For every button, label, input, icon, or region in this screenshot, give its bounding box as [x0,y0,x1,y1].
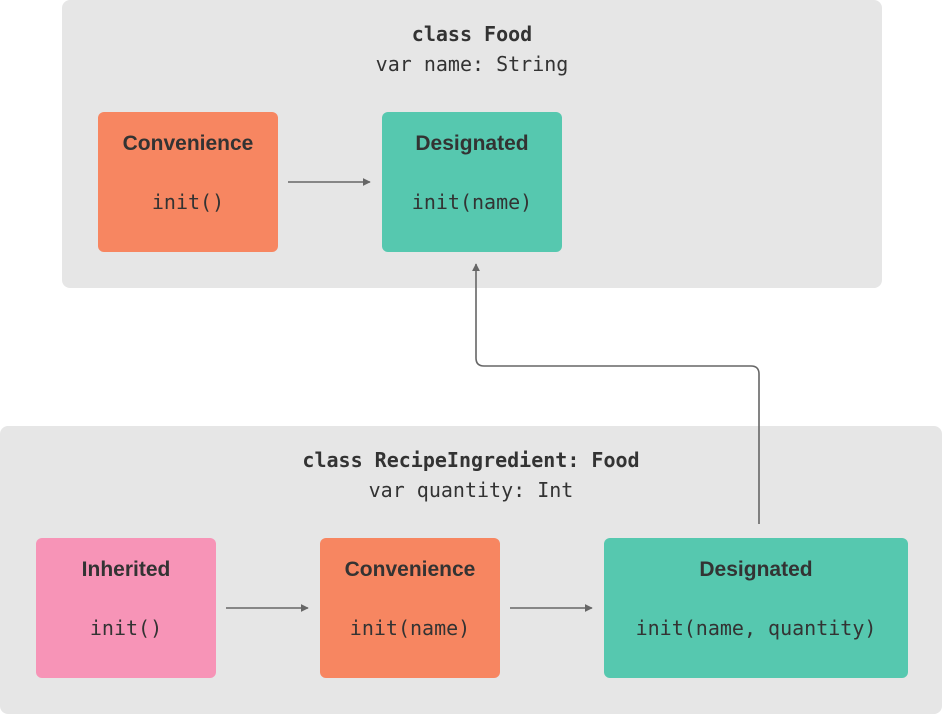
recipe-designated-init: init(name, quantity) [635,616,877,640]
recipe-class-title: class RecipeIngredient: Food [302,448,640,472]
recipe-inherited-init: init() [89,616,163,640]
recipe-class-property: var quantity: Int [368,478,574,502]
recipe-convenience-initializer: Convenience init(name) [320,538,500,678]
food-designated-initializer: Designated init(name) [382,112,562,252]
food-class-title: class Food [411,22,533,46]
recipe-convenience-kind: Convenience [344,558,476,581]
food-designated-init: init(name) [411,190,533,214]
recipe-inherited-kind: Inherited [81,558,171,581]
recipe-designated-kind: Designated [699,558,813,581]
food-class-property: var name: String [375,52,569,76]
recipe-designated-initializer: Designated init(name, quantity) [604,538,908,678]
recipe-inherited-initializer: Inherited init() [36,538,216,678]
food-convenience-init: init() [151,190,225,214]
food-convenience-kind: Convenience [122,132,254,155]
recipe-convenience-init: init(name) [349,616,471,640]
food-convenience-initializer: Convenience init() [98,112,278,252]
food-designated-kind: Designated [415,132,529,155]
